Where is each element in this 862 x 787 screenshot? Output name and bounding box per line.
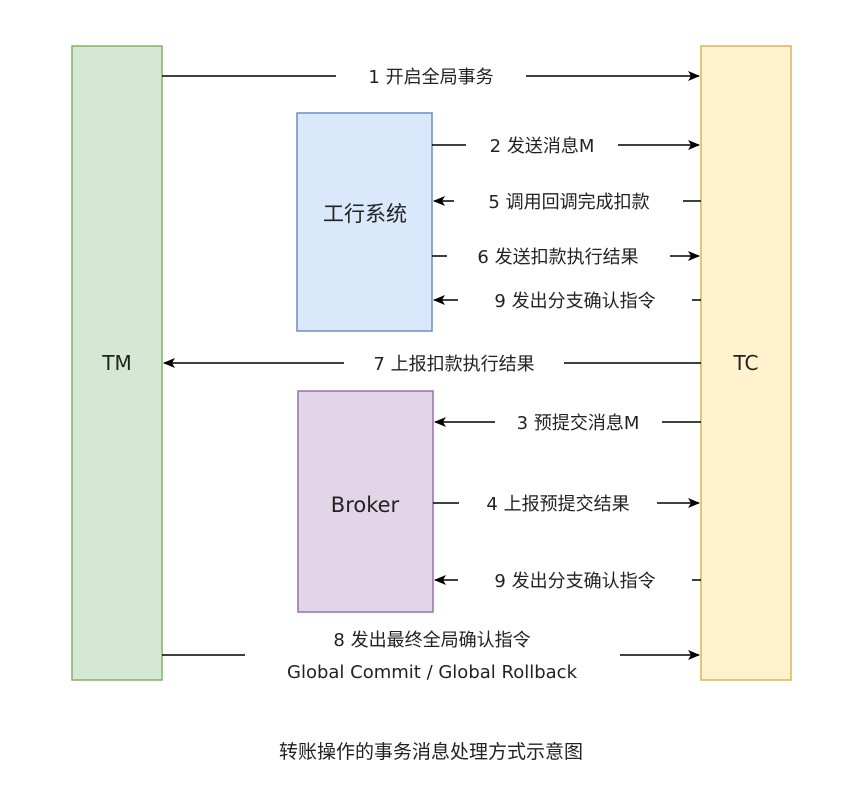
arrow-8-global-confirm: 8 发出最终全局确认指令 Global Commit / Global Roll…: [162, 630, 700, 683]
arrow-8-label-line1: 8 发出最终全局确认指令: [333, 630, 530, 651]
broker-label: Broker: [331, 493, 400, 517]
arrow-4-label: 4 上报预提交结果: [486, 494, 629, 515]
arrow-2-label: 2 发送消息M: [490, 136, 595, 157]
arrow-9-branch-confirm-icbc: 9 发出分支确认指令: [433, 291, 701, 312]
arrow-7-report-deduct-result: 7 上报扣款执行结果: [163, 354, 701, 375]
arrow-4-report-prepare-result: 4 上报预提交结果: [433, 494, 700, 515]
broker-box[interactable]: [297, 390, 434, 613]
arrow-8-label-line2: Global Commit / Global Rollback: [287, 662, 578, 683]
arrow-6-send-deduct-result: 6 发送扣款执行结果: [432, 247, 700, 268]
arrow-2-send-message: 2 发送消息M: [432, 136, 700, 157]
arrow-1-begin-global-tx: 1 开启全局事务: [162, 67, 700, 88]
arrow-1-label: 1 开启全局事务: [368, 67, 493, 88]
tc-label: TC: [732, 351, 758, 375]
arrow-9-branch-confirm-broker: 9 发出分支确认指令: [434, 571, 701, 592]
icbc-system-box[interactable]: [296, 112, 433, 332]
arrow-9a-label: 9 发出分支确认指令: [494, 291, 655, 312]
arrow-5-label: 5 调用回调完成扣款: [488, 192, 649, 213]
tc-box[interactable]: [700, 45, 792, 681]
arrow-7-label: 7 上报扣款执行结果: [373, 354, 534, 375]
arrow-3-prepare-message: 3 预提交消息M: [434, 413, 701, 434]
arrow-3-label: 3 预提交消息M: [517, 413, 640, 434]
arrow-6-label: 6 发送扣款执行结果: [477, 247, 638, 268]
arrow-9b-label: 9 发出分支确认指令: [494, 571, 655, 592]
diagram-caption: 转账操作的事务消息处理方式示意图: [279, 741, 583, 763]
tm-box[interactable]: [71, 45, 163, 681]
arrow-5-callback-deduct: 5 调用回调完成扣款: [433, 192, 701, 213]
icbc-system-label: 工行系统: [323, 202, 407, 226]
tm-label: TM: [101, 351, 131, 375]
